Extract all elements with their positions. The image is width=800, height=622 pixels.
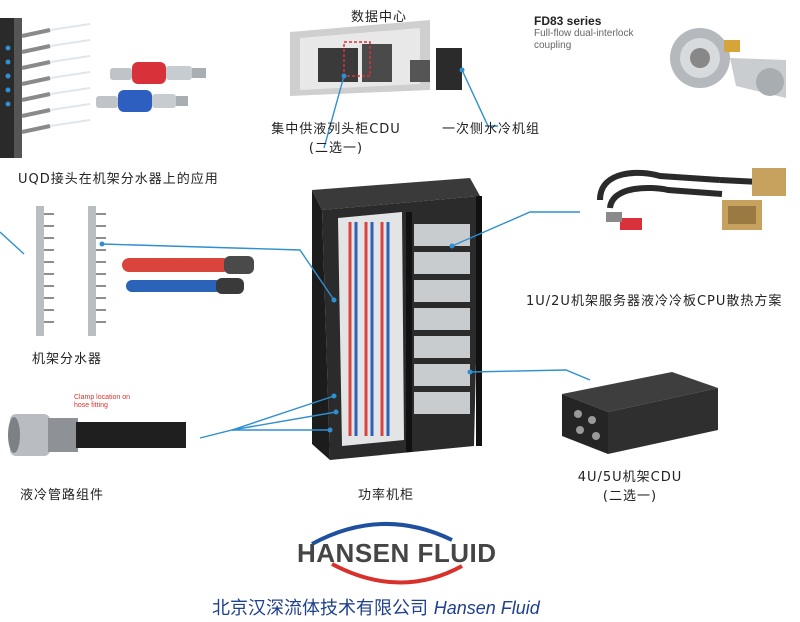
- footer-company: 北京汉深流体技术有限公司 Hansen Fluid: [212, 594, 540, 620]
- footer-company-cn: 北京汉深流体技术有限公司: [212, 598, 428, 619]
- power-cabinet-image: [312, 178, 482, 460]
- fd83-coupling-image: [670, 28, 786, 98]
- logo-text: HANSEN FLUID: [297, 538, 497, 568]
- rack-cdu-label: 4U/5U机架CDU (二选一): [570, 466, 690, 504]
- coolant-hoses-image: [122, 256, 254, 294]
- rack-manifold-image: [36, 206, 106, 336]
- clamp-note: Clamp location on hose fitting: [74, 394, 131, 409]
- rack-cdu-image: [562, 372, 718, 454]
- footer-company-en: Hansen Fluid: [433, 598, 540, 618]
- cpu-plate-label: 1U/2U机架服务器液冷冷板CPU散热方案: [526, 294, 783, 309]
- leader-lines: [0, 69, 591, 439]
- hose-assembly-image: [8, 396, 186, 456]
- uqd-manifold-image: [0, 18, 91, 158]
- uqd-rack-label: UQD接头在机架分水器上的应用: [18, 172, 219, 187]
- central-cdu-line1: 集中供液列头柜CDU: [271, 122, 401, 137]
- hose-assembly-label: 液冷管路组件: [20, 488, 105, 503]
- cpu-cold-plate-image: [597, 168, 786, 230]
- fd83-title: FD83 series: [534, 14, 602, 28]
- rack-cdu-line1: 4U/5U机架CDU: [577, 470, 683, 485]
- fd83-subtitle: Full-flow dual-interlock coupling: [534, 28, 634, 51]
- rack-cdu-line2: (二选一): [602, 489, 658, 504]
- manifold-label: 机架分水器: [32, 352, 103, 367]
- primary-chiller-label: 一次侧水冷机组: [442, 122, 541, 137]
- central-cdu-line2: (二选一): [308, 141, 364, 156]
- data-center-label: 数据中心: [351, 10, 408, 25]
- power-cabinet-label: 功率机柜: [358, 488, 415, 503]
- quick-coupling-pair-image: [96, 62, 206, 112]
- central-cdu-label: 集中供液列头柜CDU (二选一): [256, 118, 416, 156]
- hansen-logo-mark: [311, 521, 463, 585]
- fd83-caption: FD83 series Full-flow dual-interlock cou…: [534, 14, 664, 52]
- data-center-room-image: [290, 20, 462, 96]
